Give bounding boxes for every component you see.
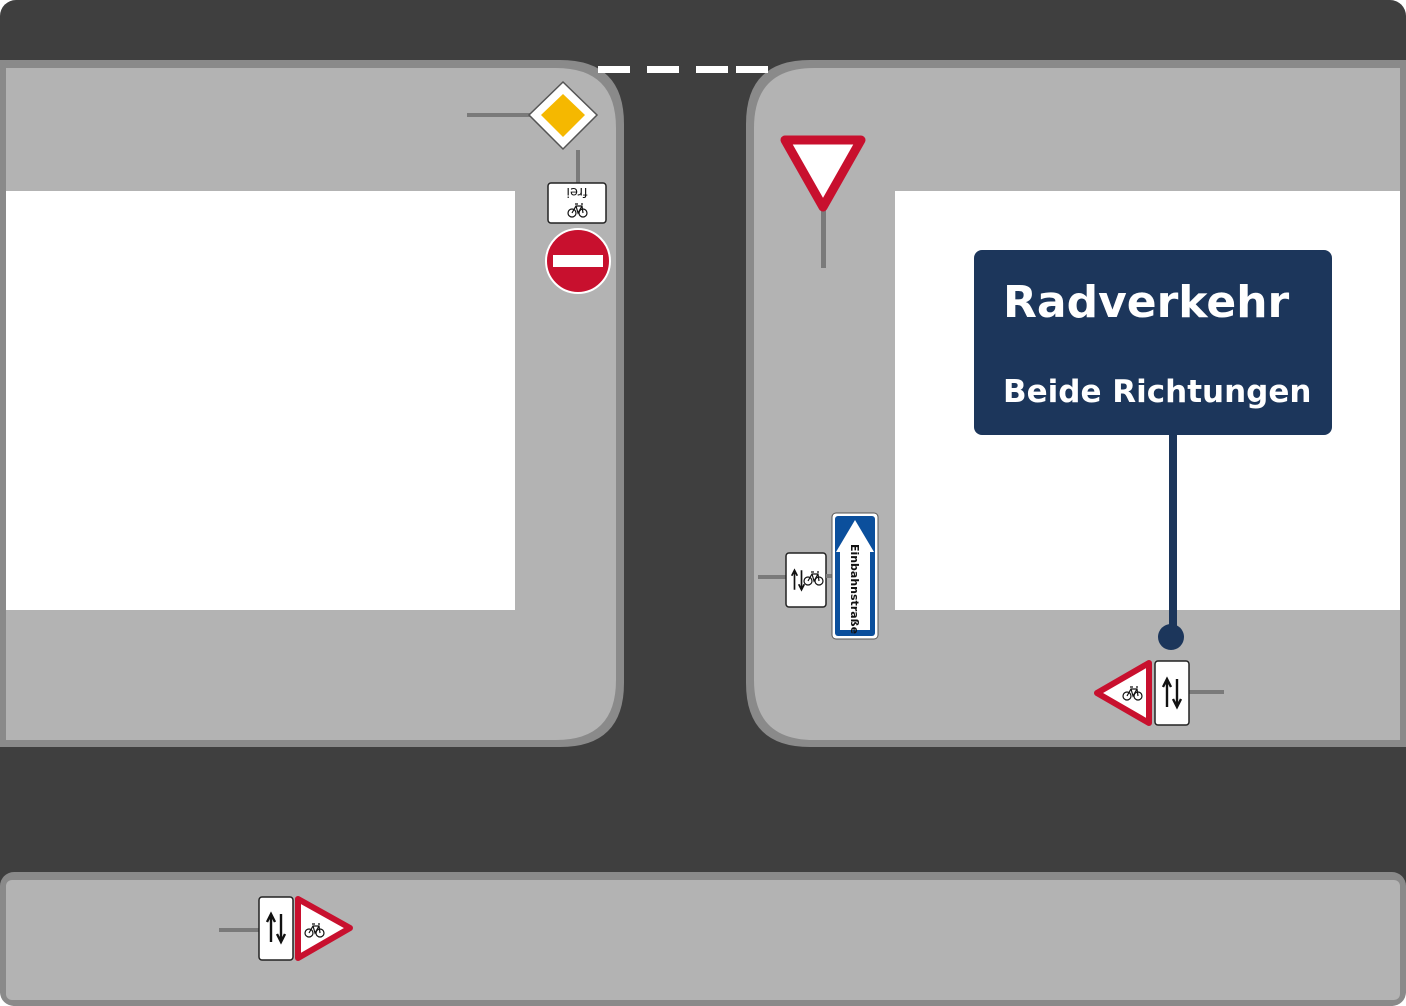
callout-radverkehr: Radverkehr Beide Richtungen bbox=[974, 250, 1332, 650]
bicycle-warning-group-right bbox=[1094, 660, 1224, 726]
bike-free-text: frei bbox=[566, 184, 587, 199]
oneway-plate-text: Einbahnstraße bbox=[848, 544, 861, 634]
oneway-sign-group: Einbahnstraße bbox=[758, 512, 879, 640]
yield-line-markings bbox=[598, 66, 768, 73]
sidewalk-block-top-left bbox=[0, 60, 624, 747]
bicycle-warning-group-bottom bbox=[219, 896, 353, 961]
yield-sign-icon bbox=[780, 135, 866, 268]
callout-title: Radverkehr bbox=[1003, 277, 1290, 328]
bike-free-plate: frei bbox=[547, 182, 607, 224]
priority-road-sign-icon bbox=[467, 80, 599, 184]
no-entry-sign-icon bbox=[545, 228, 611, 294]
oneway-arrow-icon bbox=[836, 520, 874, 552]
callout-subtitle: Beide Richtungen bbox=[1003, 374, 1311, 410]
building-left bbox=[6, 191, 515, 610]
sidewalk-bottom bbox=[0, 872, 1406, 1006]
